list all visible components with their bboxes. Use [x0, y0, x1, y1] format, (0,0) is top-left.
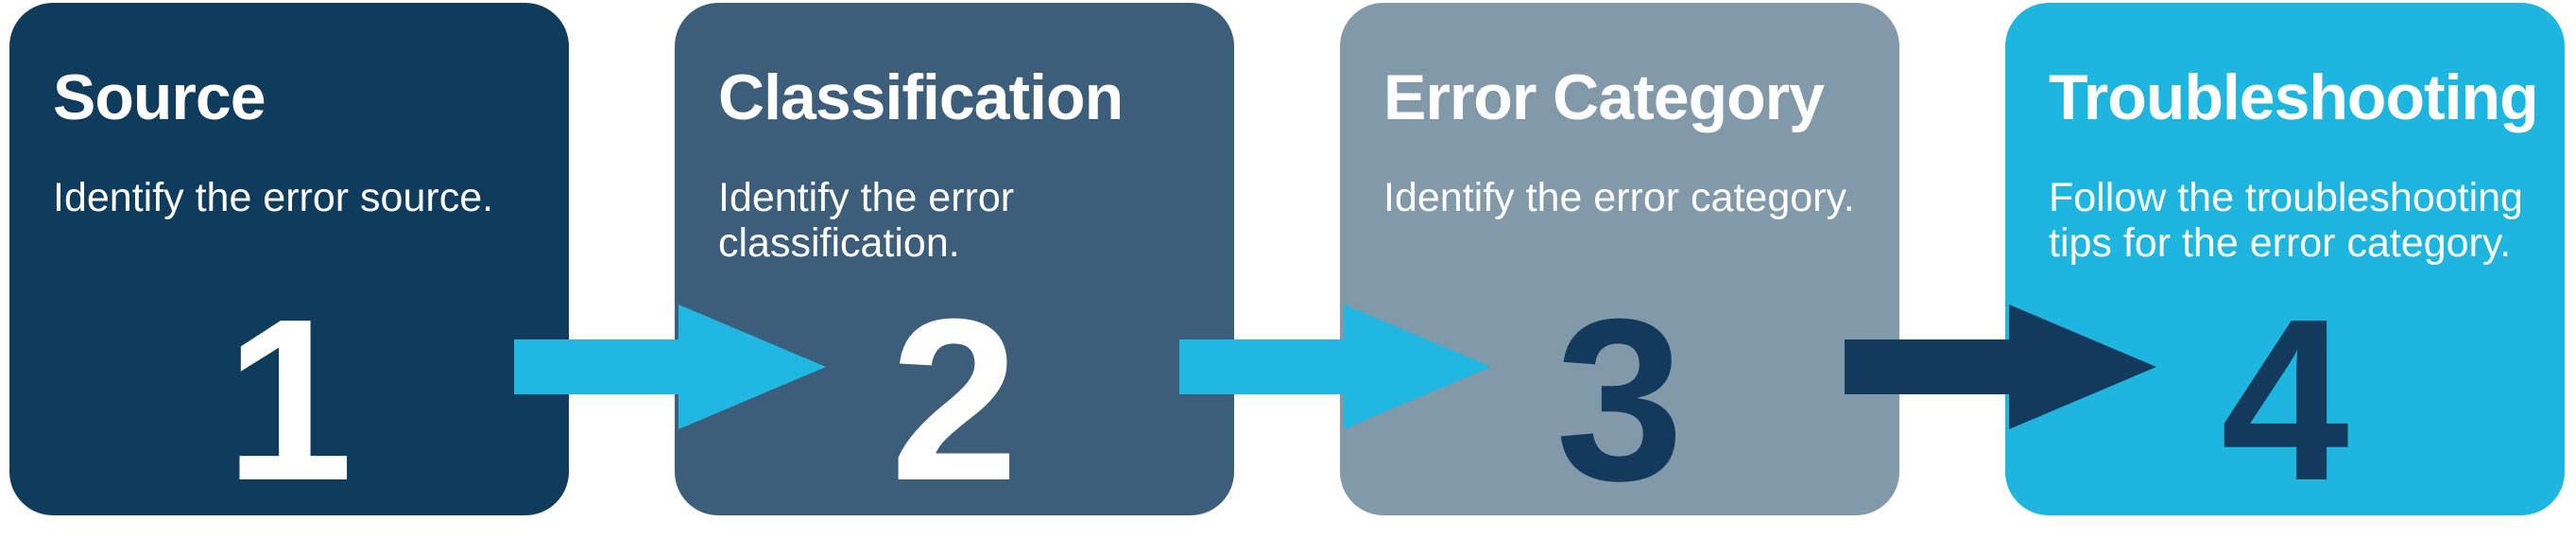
step-card-source: Source Identify the error source. 1: [9, 3, 569, 515]
step-title: Troubleshooting: [2049, 61, 2539, 133]
step-description: Follow the troubleshooting tips for the …: [2049, 175, 2523, 266]
step-description: Identify the error classification.: [718, 175, 1015, 266]
step-number: 1: [225, 270, 353, 529]
step-title: Source: [53, 61, 266, 133]
arrow-shape: [1845, 304, 2156, 429]
arrow-shape: [1179, 304, 1491, 429]
arrow-right-icon-step2-to-step3: [1179, 304, 1491, 429]
step-title: Error Category: [1383, 61, 1825, 133]
step-number: 4: [2221, 270, 2349, 529]
step-title: Classification: [718, 61, 1124, 133]
step-description: Identify the error source.: [53, 175, 494, 220]
arrow-right-icon-step1-to-step2: [514, 304, 826, 429]
step-description: Identify the error category.: [1383, 175, 1855, 220]
step-number: 2: [890, 270, 1019, 529]
arrow-right-icon-step3-to-step4: [1845, 304, 2156, 429]
arrow-shape: [514, 304, 826, 429]
step-number: 3: [1555, 270, 1684, 529]
step-card-classification: Classification Identify the error classi…: [675, 3, 1234, 515]
step-card-troubleshooting: Troubleshooting Follow the troubleshooti…: [2005, 3, 2565, 515]
step-card-error-category: Error Category Identify the error catego…: [1340, 3, 1899, 515]
